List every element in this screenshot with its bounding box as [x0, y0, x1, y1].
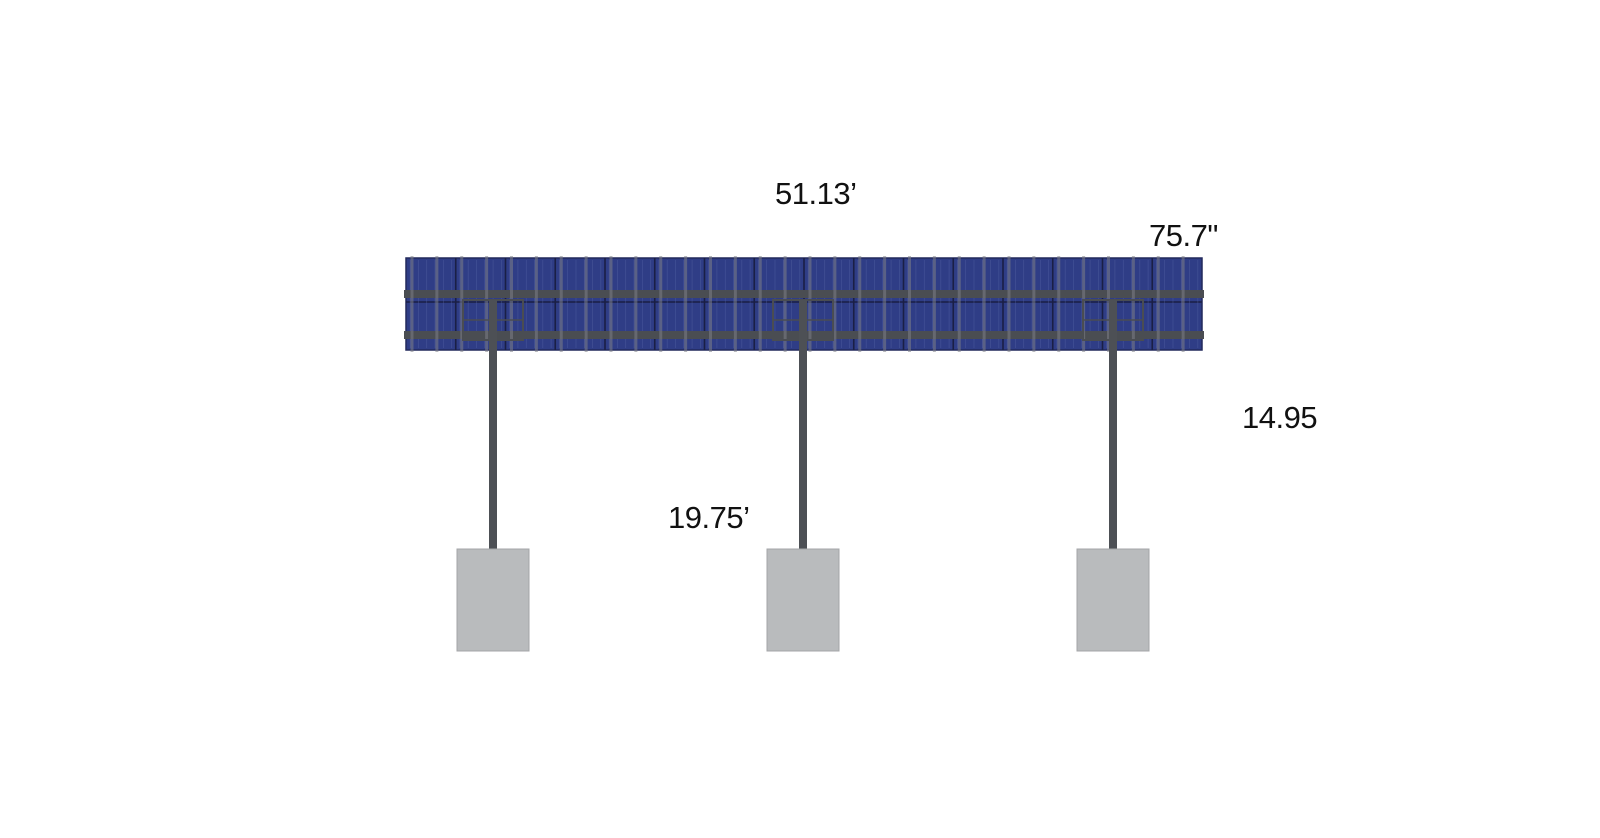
- overall-width-dimension: 51.13’: [775, 176, 857, 211]
- clamp-strip: [1181, 256, 1185, 352]
- clamp-strip: [808, 256, 812, 352]
- upper-rail: [404, 290, 1204, 298]
- clamp-strip: [758, 256, 762, 352]
- clamp-strip: [684, 256, 688, 352]
- clamp-strip: [783, 256, 787, 352]
- clamp-strip: [858, 256, 862, 352]
- clamp-strip: [609, 256, 613, 352]
- panel-height-dimension: 75.7": [1149, 218, 1218, 253]
- clamp-strip: [534, 256, 538, 352]
- module-clamps: [410, 256, 1185, 352]
- clamp-strip: [957, 256, 961, 352]
- clamp-strip: [634, 256, 638, 352]
- clamp-strip: [932, 256, 936, 352]
- support-post: [1109, 300, 1117, 550]
- clamp-strip: [510, 256, 513, 352]
- clamp-strip: [584, 256, 588, 352]
- support-post: [799, 300, 807, 550]
- clamp-strip: [1131, 256, 1135, 352]
- clamp-strip: [982, 256, 986, 352]
- clamp-strip: [1107, 256, 1110, 352]
- support-posts: [489, 300, 1117, 550]
- concrete-footings: [456, 548, 1150, 652]
- clamp-strip: [435, 256, 439, 352]
- concrete-footing: [766, 548, 840, 652]
- clamp-strip: [485, 256, 489, 352]
- concrete-footing: [456, 548, 530, 652]
- clamp-strip: [833, 256, 837, 352]
- clamp-strip: [733, 256, 737, 352]
- clamp-strip: [1032, 256, 1036, 352]
- clamp-strip: [709, 256, 712, 352]
- support-post: [489, 300, 497, 550]
- clamp-strip: [559, 256, 563, 352]
- clamp-strip: [1156, 256, 1160, 352]
- post-spacing-dimension: 19.75’: [668, 500, 750, 535]
- clamp-strip: [659, 256, 663, 352]
- clamp-strip: [908, 256, 911, 352]
- clearance-height-dimension: 14.95: [1242, 400, 1318, 435]
- clamp-strip: [460, 256, 464, 352]
- clamp-strip: [1057, 256, 1061, 352]
- concrete-footing: [1076, 548, 1150, 652]
- clamp-strip: [410, 256, 414, 352]
- clamp-strip: [883, 256, 887, 352]
- clamp-strip: [1007, 256, 1011, 352]
